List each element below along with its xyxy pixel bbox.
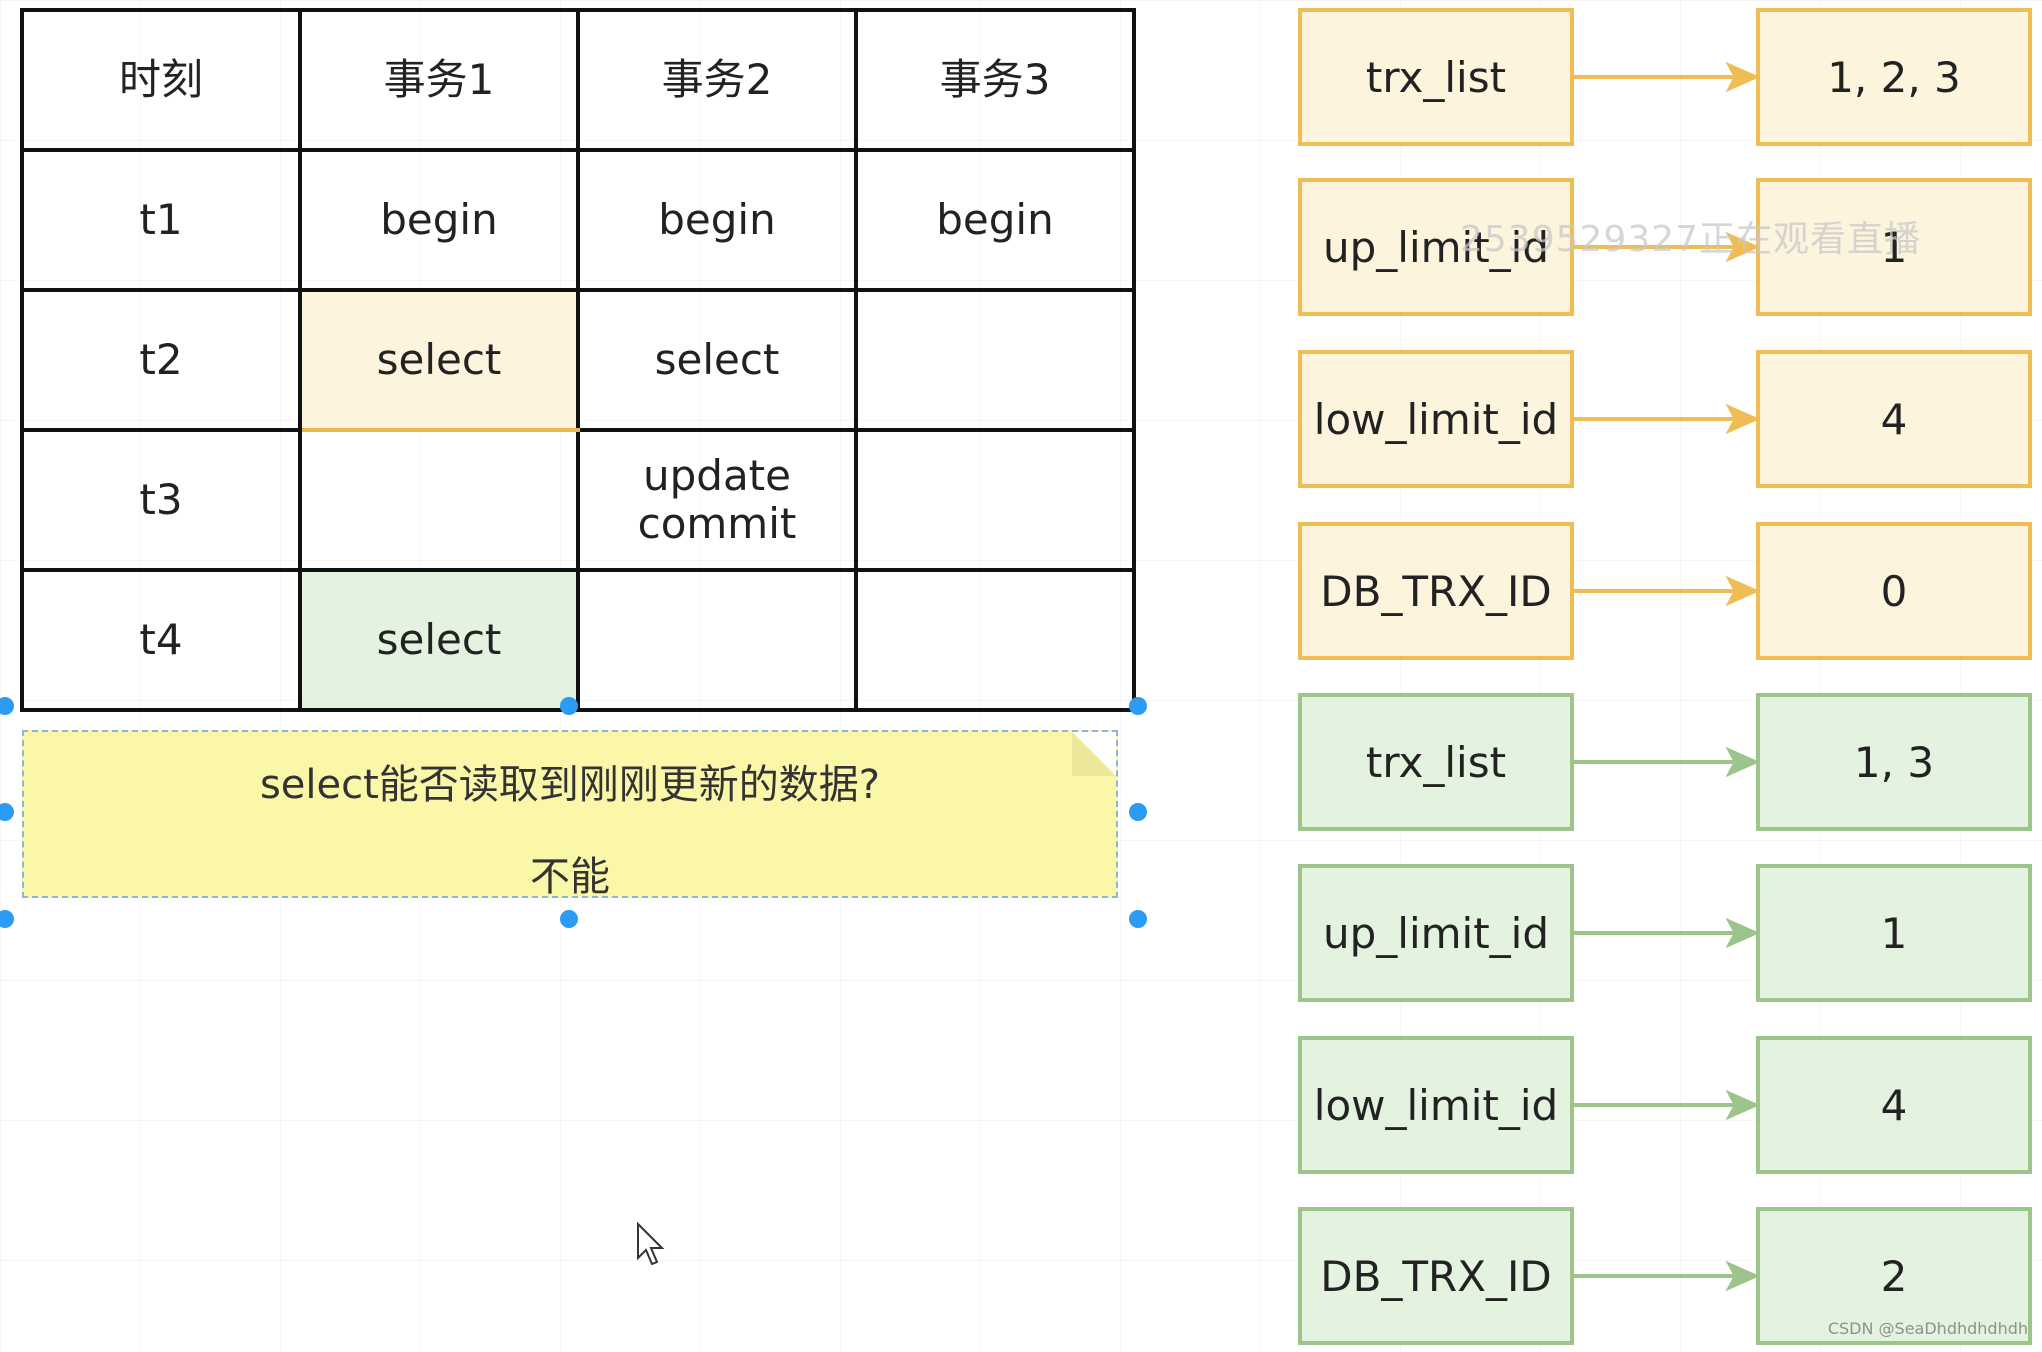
note-corner-fold xyxy=(1072,732,1116,776)
table-cell xyxy=(854,288,1136,432)
table-cell xyxy=(576,568,858,712)
arrowhead-icon xyxy=(1725,1089,1760,1121)
table-row: t2 select select xyxy=(20,288,1136,432)
arrowhead-icon xyxy=(1725,1260,1760,1292)
value-box-db-trx-id: 0 xyxy=(1756,522,2032,660)
arrowhead-icon xyxy=(1725,61,1760,93)
value-box-low-limit-id: 4 xyxy=(1756,1036,2032,1174)
key-box-up-limit-id: up_limit_id xyxy=(1298,864,1574,1002)
arrowhead-icon xyxy=(1725,403,1760,435)
header-cell-time: 时刻 xyxy=(20,8,302,152)
table-cell: begin xyxy=(298,148,580,292)
table-row: t3 update commit xyxy=(20,428,1136,572)
table-cell xyxy=(854,568,1136,712)
key-box-up-limit-id: up_limit_id xyxy=(1298,178,1574,316)
table-cell xyxy=(854,428,1136,572)
mouse-pointer-icon xyxy=(637,1222,665,1266)
resize-handle[interactable] xyxy=(0,910,14,928)
table-cell: begin xyxy=(854,148,1136,292)
highlighted-select-cell: select xyxy=(298,288,580,432)
table-header-row: 时刻 事务1 事务2 事务3 xyxy=(20,8,1136,152)
resize-handle[interactable] xyxy=(0,697,14,715)
value-box-low-limit-id: 4 xyxy=(1756,350,2032,488)
note-question: select能否读取到刚刚更新的数据? xyxy=(259,762,881,808)
value-box-trx-list: 1, 2, 3 xyxy=(1756,8,2032,146)
resize-handle[interactable] xyxy=(560,697,578,715)
time-cell: t4 xyxy=(20,568,302,712)
value-box-db-trx-id: 2 xyxy=(1756,1207,2032,1345)
table-cell: begin xyxy=(576,148,858,292)
value-box-up-limit-id: 1 xyxy=(1756,864,2032,1002)
note-answer[interactable]: 不能 xyxy=(530,854,610,900)
resize-handle[interactable] xyxy=(0,803,14,821)
sticky-note[interactable]: select能否读取到刚刚更新的数据? 不能 xyxy=(22,730,1118,900)
csdn-credit: CSDN @SeaDhdhdhdhdh xyxy=(1827,1319,2028,1338)
transaction-timeline-table: 时刻 事务1 事务2 事务3 t1 begin begin begin t2 s… xyxy=(20,8,1136,712)
resize-handle[interactable] xyxy=(560,910,578,928)
arrowhead-icon xyxy=(1725,746,1760,778)
arrowhead-icon xyxy=(1725,917,1760,949)
header-cell-tx3: 事务3 xyxy=(854,8,1136,152)
time-cell: t3 xyxy=(20,428,302,572)
resize-handle[interactable] xyxy=(1129,910,1147,928)
key-box-low-limit-id: low_limit_id xyxy=(1298,1036,1574,1174)
key-box-db-trx-id: DB_TRX_ID xyxy=(1298,522,1574,660)
value-box-trx-list: 1, 3 xyxy=(1756,693,2032,831)
key-box-trx-list: trx_list xyxy=(1298,8,1574,146)
table-row: t1 begin begin begin xyxy=(20,148,1136,292)
header-cell-tx2: 事务2 xyxy=(576,8,858,152)
commit-text: commit xyxy=(637,499,797,548)
key-box-low-limit-id: low_limit_id xyxy=(1298,350,1574,488)
time-cell: t1 xyxy=(20,148,302,292)
arrowhead-icon xyxy=(1725,575,1760,607)
key-box-db-trx-id: DB_TRX_ID xyxy=(1298,1207,1574,1345)
update-commit-cell: update commit xyxy=(576,428,858,572)
header-cell-tx1: 事务1 xyxy=(298,8,580,152)
resize-handle[interactable] xyxy=(1129,697,1147,715)
table-cell xyxy=(298,428,580,572)
table-row: t4 select xyxy=(20,568,1136,712)
update-text: update xyxy=(643,451,791,500)
value-box-up-limit-id: 1 xyxy=(1756,178,2032,316)
live-watermark: 2539529327正在观看直播 xyxy=(1460,219,1922,260)
highlighted-select-cell: select xyxy=(298,568,580,712)
resize-handle[interactable] xyxy=(1129,803,1147,821)
key-box-trx-list: trx_list xyxy=(1298,693,1574,831)
time-cell: t2 xyxy=(20,288,302,432)
table-cell: select xyxy=(576,288,858,432)
